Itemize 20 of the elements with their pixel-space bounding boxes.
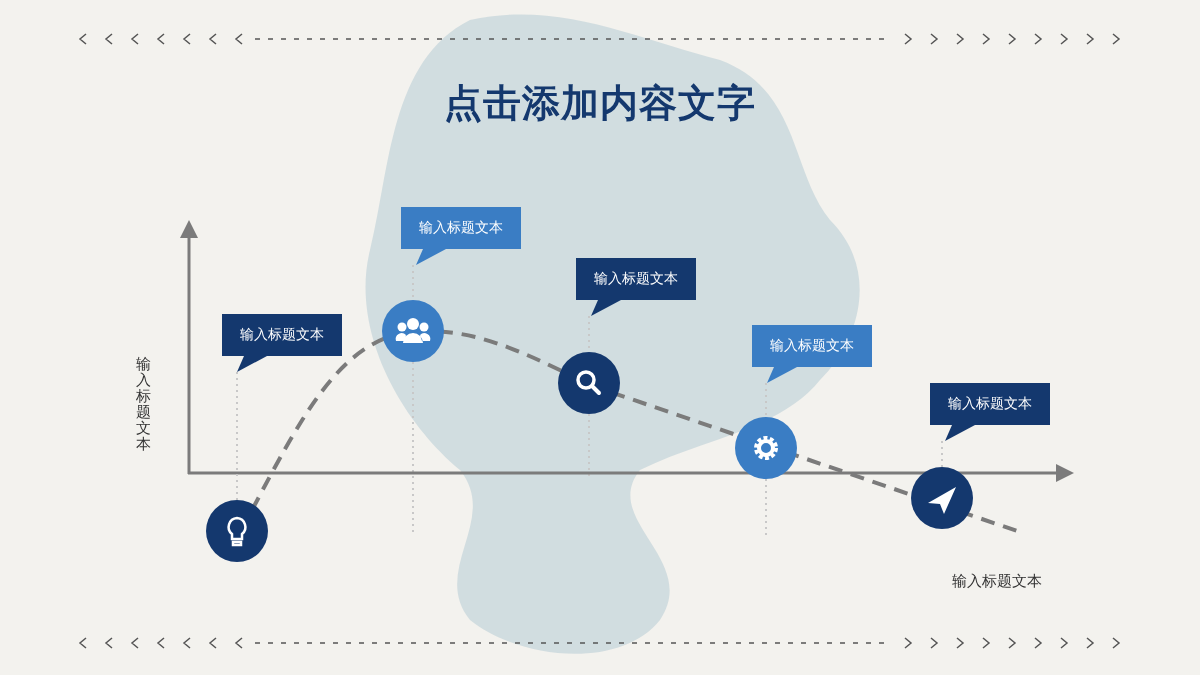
axis-label: 输入标题文本 (136, 356, 152, 452)
speech-bubble (752, 325, 872, 385)
callout-text: 输入标题文本 (594, 270, 678, 288)
callout-text: 输入标题文本 (948, 395, 1032, 413)
callout-text: 输入标题文本 (240, 326, 324, 344)
speech-bubble (222, 314, 342, 374)
callout-text: 输入标题文本 (419, 219, 503, 237)
callout-text: 输入标题文本 (770, 337, 854, 355)
speech-bubble (401, 207, 521, 267)
axis-label: 输入标题文本 (952, 572, 1042, 591)
lightbulb-icon (206, 500, 268, 562)
people-group-icon (382, 300, 444, 362)
search-icon (558, 352, 620, 414)
leader-line (941, 440, 943, 468)
speech-bubble (576, 258, 696, 318)
slide-title: 点击添加内容文字 (443, 81, 757, 126)
paper-plane-icon (911, 467, 973, 529)
leader-line (236, 371, 238, 501)
speech-bubble (930, 383, 1050, 443)
settings-icon (735, 417, 797, 479)
